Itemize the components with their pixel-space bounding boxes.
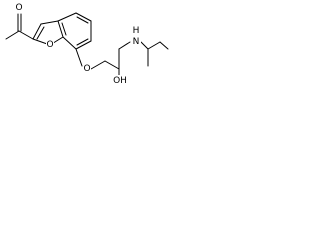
side-chain — [90, 41, 169, 79]
bond-c2-c3-a — [32, 23, 42, 40]
bond-c4-c5-a — [75, 12, 92, 22]
atom-labels: O O O OH H N — [15, 3, 141, 86]
bond-ethyl-methyl — [159, 41, 169, 50]
bond-c7a-c3a-inner — [61, 22, 67, 36]
molecule-diagram: O O O OH H N — [5, 3, 169, 86]
bond-ch-ethyl — [147, 41, 161, 50]
bond-c7-ether-o — [75, 48, 83, 67]
bond-c3-c3a — [40, 20, 59, 25]
bond-c3a-c4 — [57, 12, 77, 22]
bond-c6-c7-a — [75, 40, 92, 50]
atom-carbonyl-oxygen: O — [15, 3, 22, 13]
atom-hydroxyl: OH — [113, 76, 127, 86]
bond-c4-c5-b — [76, 16, 89, 24]
acetyl-group — [5, 13, 34, 40]
bond-ch2-choh — [104, 60, 120, 70]
bond-carbonyl-furan — [18, 30, 34, 40]
bond-n-ch — [140, 41, 149, 50]
atom-furan-oxygen: O — [46, 40, 53, 50]
atom-ether-oxygen: O — [83, 64, 90, 74]
bond-methyl-carbonyl — [5, 30, 20, 40]
atom-amine-hydrogen: H — [133, 26, 140, 36]
atom-amine-nitrogen: N — [133, 37, 140, 47]
bond-c6-c7-b — [76, 38, 89, 46]
bond-c3a-c7a — [57, 20, 64, 38]
benzene-ring — [57, 12, 92, 67]
bond-c7-c7a — [62, 36, 77, 50]
bond-c2-c3-b — [36, 26, 45, 40]
bond-ch2-n — [118, 41, 131, 50]
bond-ether-o-ch2 — [90, 60, 106, 70]
